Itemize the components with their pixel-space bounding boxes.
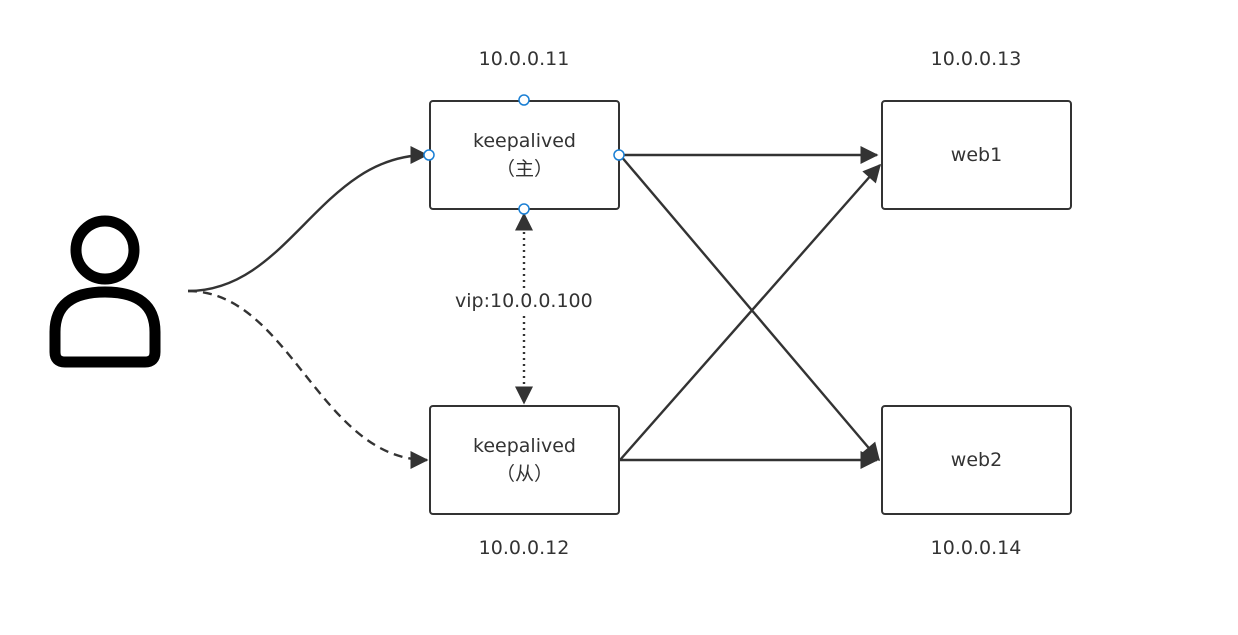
client-to-master-edge [187,146,429,293]
node-name: keepalived [473,130,576,152]
master-to-web2-edge [619,154,880,462]
keepalived-backup-node[interactable]: keepalived （从） [429,405,620,515]
keepalived-master-node[interactable]: keepalived （主） [429,100,620,210]
node-role: （主） [495,158,553,180]
ip-label-web1: 10.0.0.13 [930,48,1022,70]
ip-label-backup: 10.0.0.12 [478,537,570,559]
vip-label: vip:10.0.0.100 [449,288,599,314]
ip-label-web2: 10.0.0.14 [930,537,1022,559]
web1-node[interactable]: web1 [881,100,1072,210]
backup-to-web1-edge [619,163,881,461]
ip-label-master: 10.0.0.11 [478,48,570,70]
client-to-backup-edge [187,289,429,469]
node-role: （从） [495,463,553,485]
node-name: web1 [950,144,1003,166]
web2-node[interactable]: web2 [881,405,1072,515]
node-name: web2 [950,449,1003,471]
node-name: keepalived [473,435,576,457]
user-icon [49,215,161,368]
